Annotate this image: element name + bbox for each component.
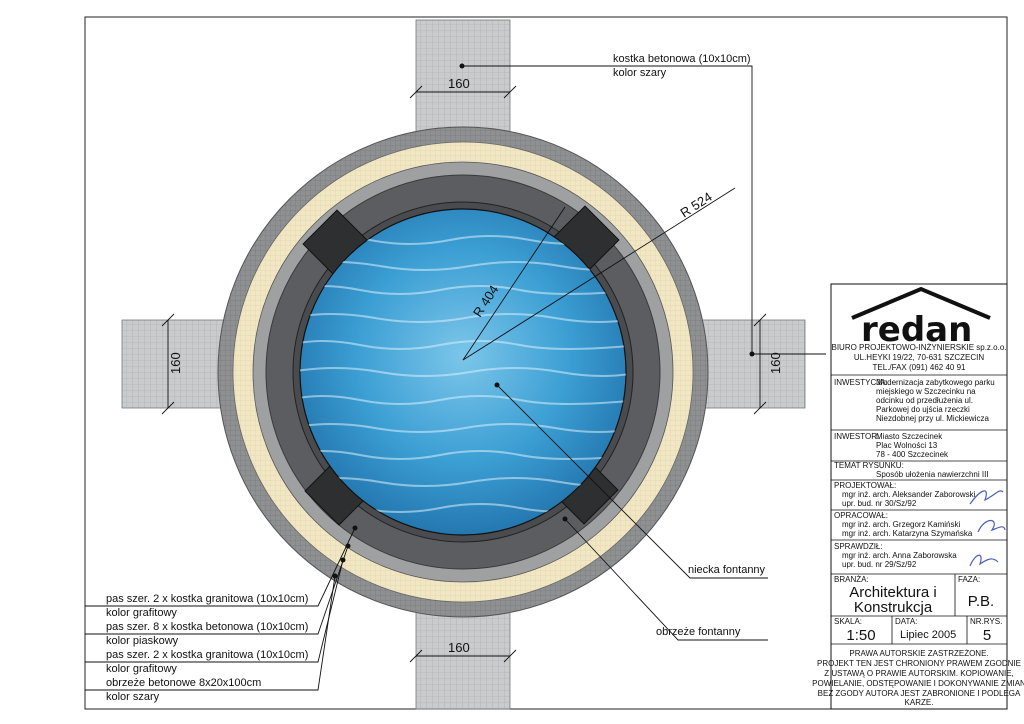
dim-left: 160 (168, 352, 183, 374)
branza-label: BRANŻA: (834, 575, 869, 584)
skala-value: 1:50 (846, 627, 875, 644)
callout-dots (332, 63, 755, 579)
office-line3: TEL./FAX (091) 462 40 91 (873, 363, 966, 372)
opracowal-line2: mgr inż. arch. Katarzyna Szymańska (842, 529, 973, 538)
office-line1: BIURO PROJEKTOWO-INŻYNIERSKIE sp.z.o.o. (832, 343, 1007, 352)
projektowal-label: PROJEKTOWAŁ: (834, 481, 896, 490)
legend-item-2-line2: kolor piaskowy (106, 635, 179, 647)
callout-obrzeze: obrzeże fontanny (656, 626, 741, 638)
opracowal-label: OPRACOWAŁ: (834, 511, 888, 520)
callout-niecka: niecka fontanny (688, 564, 766, 576)
inwestycja-line1: Modernizacja zabytkowego parku (876, 378, 995, 387)
nrrys-value: 5 (983, 627, 991, 644)
temat-value: Sposób ułożenia nawierzchni III (876, 470, 989, 479)
legend-item-4-line1: obrzeże betonowe 8x20x100cm (106, 677, 261, 689)
inwestycja-label: INWESTYCJA: (834, 378, 888, 387)
inwestor-line2: Plac Wolności 13 (876, 441, 938, 450)
inwestycja-line2: miejskiego w Szczecinku na (876, 387, 976, 396)
copyright-line5: BEZ ZGODY AUTORA JEST ZABRONIONE I PODLE… (818, 689, 1021, 698)
temat-label: TEMAT RYSUNKU: (834, 461, 904, 470)
branza-line1: Architektura i (849, 584, 937, 601)
branza-line2: Konstrukcja (854, 599, 933, 616)
redan-logo-roof-icon (851, 286, 991, 320)
sprawdzil-line1: mgr inż. arch. Anna Zaborowska (842, 551, 957, 560)
radius-lines (462, 187, 736, 361)
callout-leaders (85, 65, 826, 691)
legend-item-2-line1: pas szer. 8 x kostka betonowa (10x10cm) (106, 621, 308, 633)
copyright-line2: PROJEKT TEN JEST CHRONIONY PRAWEM ZGODNI… (817, 659, 1021, 668)
data-label: DATA: (895, 617, 917, 626)
nrrys-label: NR.RYS. (970, 617, 1002, 626)
legend-item-3-line1: pas szer. 2 x kostka granitowa (10x10cm) (106, 649, 308, 661)
inwestycja-line3: odcinku od przedłużenia ul. (876, 396, 973, 405)
inwestycja-line5: Niezdobnej przy ul. Mickiewicza (876, 414, 989, 423)
opracowal-line1: mgr inż. arch. Grzegorz Kamiński (842, 520, 960, 529)
dimension-lines (161, 85, 767, 663)
data-value: Lipiec 2005 (900, 629, 956, 641)
inwestycja-line4: Parkowej do ujścia rzeczki (876, 405, 970, 414)
inwestor-line3: 78 - 400 Szczecinek (876, 450, 949, 459)
legend-item-3-line2: kolor grafitowy (106, 663, 177, 675)
title-block: redan BIURO PROJEKTOWO-INŻYNIERSKIE sp.z… (812, 283, 1024, 710)
projektowal-line1: mgr inż. arch. Aleksander Zaborowski (842, 490, 976, 499)
dim-top: 160 (448, 76, 470, 91)
signature-opracowal (977, 519, 1006, 533)
faza-value: P.B. (968, 593, 994, 610)
office-line2: UL.HEYKI 19/22, 70-631 SZCZECIN (854, 353, 985, 362)
legend-item-4-line2: kolor szary (106, 691, 160, 703)
skala-label: SKALA: (834, 617, 862, 626)
signature-sprawdzil (969, 554, 999, 567)
radius-outer-label: R 524 (677, 189, 714, 220)
logo-text: redan (861, 310, 972, 350)
copyright-line3: Z USTAWĄ O PRAWIE AUTORSKIM. KOPIOWANIE, (824, 669, 1014, 678)
faza-label: FAZA: (958, 575, 980, 584)
copyright-line6: KARZE. (905, 698, 934, 707)
dim-right: 160 (768, 352, 783, 374)
inwestor-line1: Miasto Szczecinek (876, 432, 943, 441)
sprawdzil-label: SPRAWDZIŁ: (834, 542, 883, 551)
dim-bottom: 160 (448, 640, 470, 655)
sprawdzil-line2: upr. bud. nr 29/Sz/92 (842, 560, 917, 569)
inwestor-label: INWESTOR: (834, 432, 879, 441)
legend-item-1-line1: pas szer. 2 x kostka granitowa (10x10cm) (106, 593, 308, 605)
callout-kostka-line2: kolor szary (613, 67, 667, 79)
legend: pas szer. 2 x kostka granitowa (10x10cm)… (106, 593, 308, 703)
legend-item-1-line2: kolor grafitowy (106, 607, 177, 619)
projektowal-line2: upr. bud. nr 30/Sz/92 (842, 499, 917, 508)
copyright-line4: POWIELANIE, ODSTĘPOWANIE I DOKONYWANIE Z… (812, 679, 1024, 688)
callout-kostka-line1: kostka betonowa (10x10cm) (613, 53, 751, 65)
signatures (969, 490, 1006, 567)
signature-projektowal (969, 490, 1004, 505)
copyright-line1: PRAWA AUTORSKIE ZASTRZEŻONE. (849, 649, 988, 658)
